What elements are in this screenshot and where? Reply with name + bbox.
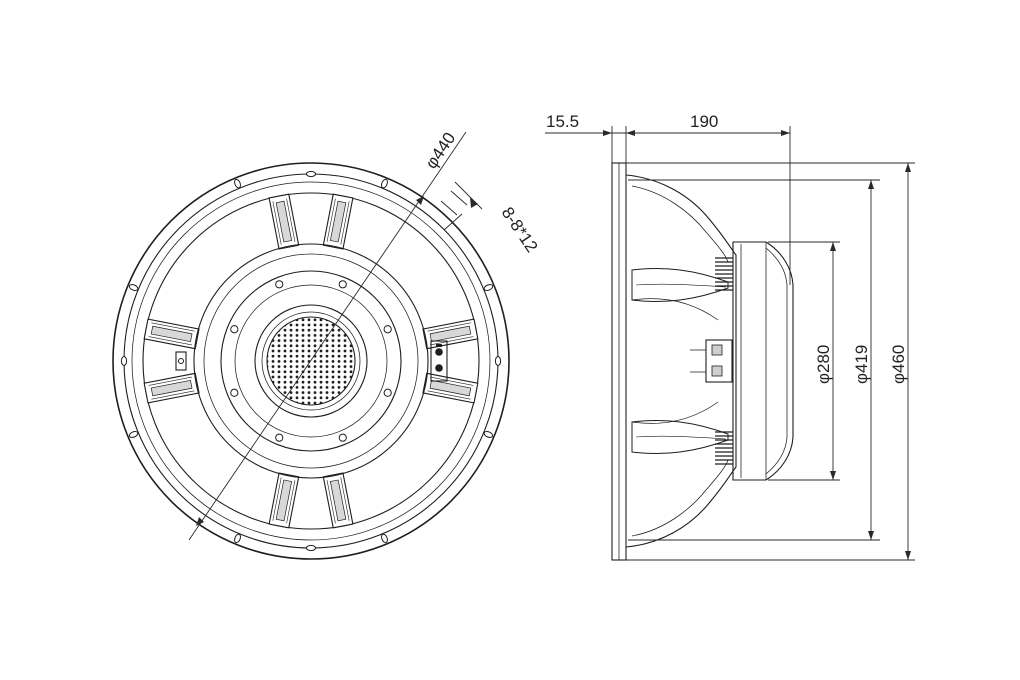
basket-ribs [631,268,729,454]
mounting-hole [234,533,241,544]
rim-notch [306,544,316,552]
mounting-hole [483,284,494,291]
hole-callout-line-2 [450,190,468,206]
top-plate-bolt [383,388,392,397]
magnet-ring-2 [203,253,419,469]
terminal-block [690,339,733,383]
side-view: 15.5 190 φ280 φ419 φ460 [545,112,915,561]
front-view: φ440 8-8*12 [112,129,542,560]
top-plate-bolt [275,433,284,442]
side-rib [631,268,729,302]
dim-arrow-190-right [781,130,790,136]
side-rib [631,420,729,454]
dim-arrow-15-5 [603,130,612,136]
spoke [322,472,354,529]
mounting-hole [483,431,494,438]
outer-diameter-label: φ460 [889,345,908,384]
flange-thickness-label: 15.5 [546,112,579,131]
outer-frame-ring [112,162,510,560]
cone-lower [631,401,719,424]
baffle-cutout-label: φ419 [852,345,871,384]
spoke [143,372,200,404]
mounting-hole [381,178,388,189]
cone-upper [631,298,719,321]
top-plate-bolt [338,433,347,442]
depth-label: 190 [690,112,718,131]
spoke [143,318,200,350]
top-plate-bolt [230,325,239,334]
mounting-hole [128,431,139,438]
rim-notch [306,170,316,178]
mounting-holes [120,170,502,552]
terminal-tab [175,351,187,371]
gasket-ring [131,181,491,541]
spoke [268,472,300,529]
magnet-assembly [732,241,794,481]
hole-callout-ext-1 [454,181,483,210]
leader-arrow-bottom [196,517,204,526]
dim-arrow-190-left [626,130,635,136]
top-plate-bolts [230,280,392,442]
mounting-hole [128,284,139,291]
magnet-diameter-label: φ280 [814,345,833,384]
vent-ring [254,304,368,418]
top-plate-ring [220,270,402,452]
top-plate-bolt [275,280,284,289]
rim-notch [494,356,502,366]
top-plate-bolt [383,325,392,334]
leader-arrow-top [416,196,424,205]
magnet-outer-ring [193,243,429,479]
rim-notch [120,356,128,366]
basket-outline [625,174,737,548]
spoke [322,193,354,250]
mounting-hole [381,533,388,544]
basket-inner-ring [142,192,480,530]
top-plate-bolt [338,280,347,289]
hole-callout-ext-2 [443,213,463,231]
vent-inner-ring [261,311,361,411]
spoke [268,193,300,250]
cooling-fins [715,257,733,465]
top-plate-inner [234,284,388,438]
mount-holes-label: 8-8*12 [498,204,542,256]
speaker-terminals [430,340,448,382]
top-plate-bolt [230,388,239,397]
mounting-hole [234,178,241,189]
basket-spokes [143,193,479,529]
hole-callout-arrow [470,197,478,208]
hole-callout-line-1 [440,200,458,216]
